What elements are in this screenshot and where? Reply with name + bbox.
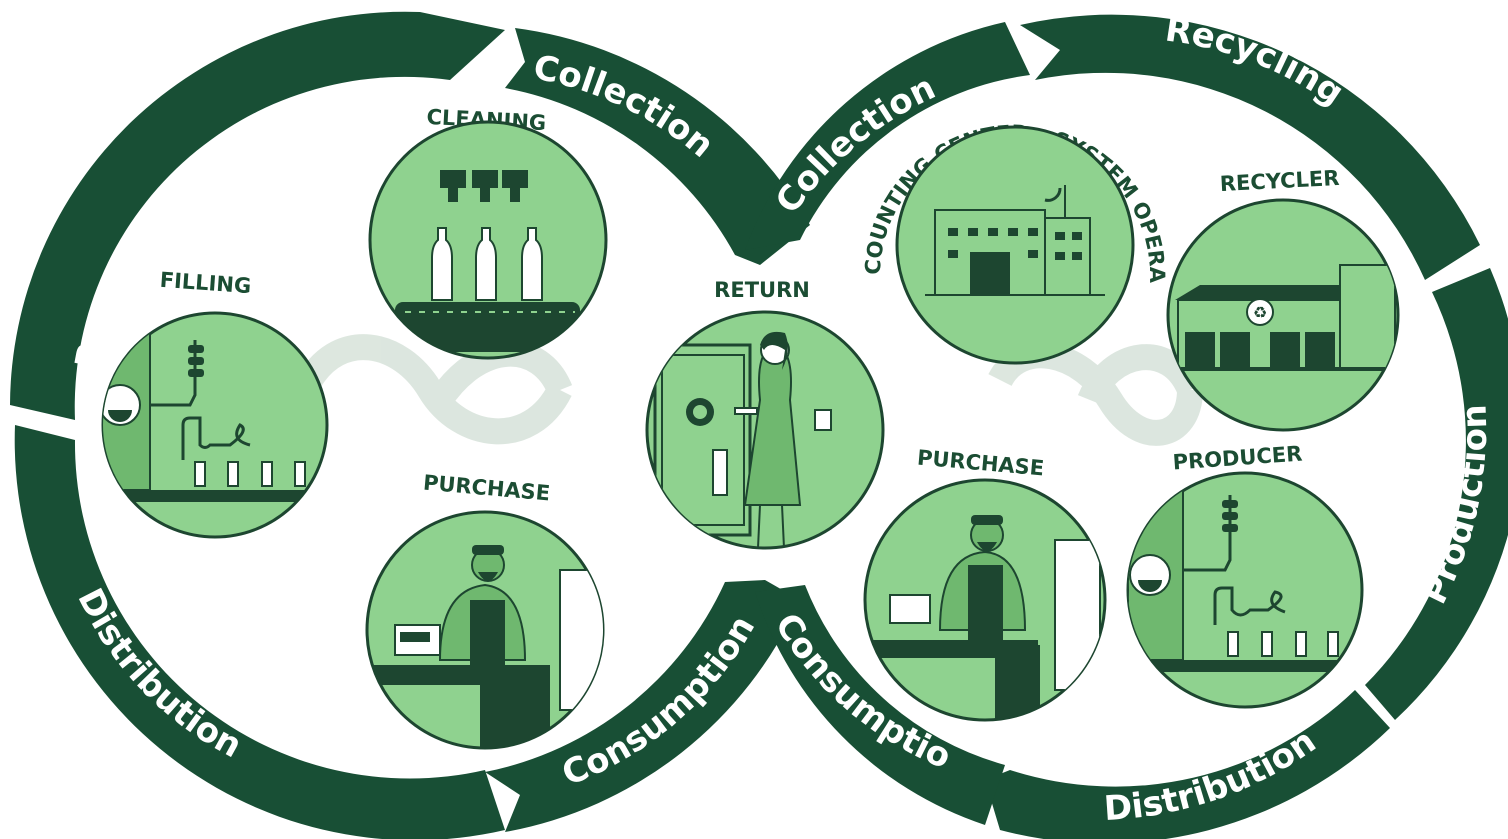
left-cycle-ring: [10, 11, 810, 839]
node-producer: PRODUCER: [1126, 442, 1364, 709]
return-machine-icon: [653, 331, 832, 548]
node-label-return: RETURN: [714, 278, 810, 302]
node-purchase-right: PURCHASE: [863, 446, 1107, 722]
segment-collection-left: [505, 28, 810, 265]
building-icon: [925, 185, 1105, 296]
node-recycler: RECYCLER ♻: [1166, 166, 1400, 432]
cashier-icon: [370, 545, 603, 748]
segment-collection-right: [745, 22, 1030, 250]
cashier-icon: [868, 515, 1101, 720]
right-cycle-ring: [745, 14, 1508, 839]
segment-recycling: [1020, 14, 1480, 281]
filling-machine-icon: [103, 319, 327, 502]
node-label-producer: PRODUCER: [1172, 442, 1303, 475]
node-label-recycler: RECYCLER: [1219, 166, 1340, 196]
recycling-plant-icon: ♻: [1170, 264, 1398, 371]
node-cleaning: CLEANING: [368, 105, 608, 360]
node-purchase-left: PURCHASE: [365, 471, 605, 750]
segment-consumption-right: [755, 585, 1005, 825]
segment-reuse: [10, 11, 505, 420]
segment-production: [1365, 268, 1508, 720]
svg-text:♻: ♻: [1253, 303, 1267, 322]
segment-consumption-left: [485, 580, 800, 832]
node-filling: FILLING: [101, 268, 329, 539]
node-label-purchase-right: PURCHASE: [916, 446, 1045, 481]
node-return: RETURN: [645, 278, 885, 550]
node-label-purchase-left: PURCHASE: [422, 471, 551, 506]
node-label-filling: FILLING: [159, 268, 252, 298]
segment-distribution-left: [14, 425, 505, 839]
recycle-icon: [1246, 298, 1274, 326]
segment-distribution-right: [985, 690, 1390, 839]
